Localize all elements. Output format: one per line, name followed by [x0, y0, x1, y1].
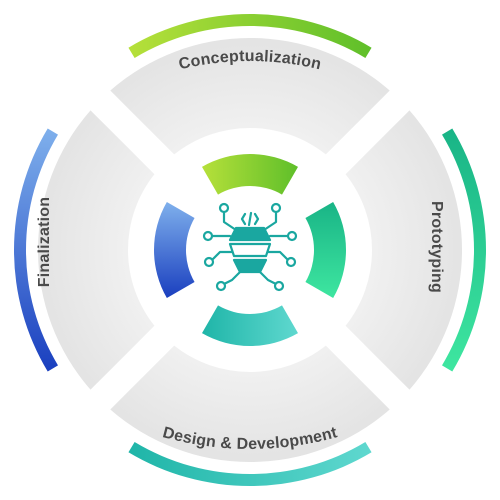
stage-sector-prototyping: [345, 110, 463, 390]
stage-sector-conceptualization: [110, 37, 390, 155]
stage-sector-finalization: [37, 110, 155, 390]
stage-ring-finalization: [14, 128, 58, 372]
stage-inner-arc-conceptualization: [202, 153, 298, 195]
stage-inner-arc-prototyping: [305, 202, 347, 298]
stage-ring-design-development: [128, 442, 372, 486]
stage-inner-arcs: [153, 153, 347, 347]
stage-inner-arc-design-development: [202, 305, 298, 347]
chip-body-bottom: [232, 258, 268, 274]
chip-body-middle: [228, 242, 272, 258]
stage-label-prototyping: Prototyping: [428, 201, 445, 293]
circuit-chip-icon: [202, 202, 298, 292]
chip-body-top: [228, 226, 272, 242]
stage-outer-rings: [14, 14, 486, 486]
stage-sectors: [37, 37, 463, 463]
stage-inner-arc-finalization: [153, 202, 195, 298]
stage-label-finalization: Finalization: [36, 197, 53, 287]
stage-ring-prototyping: [442, 128, 486, 372]
code-bracket-icon: [240, 211, 260, 227]
stage-ring-conceptualization: [128, 14, 372, 58]
stage-sector-design-development: [110, 345, 390, 463]
